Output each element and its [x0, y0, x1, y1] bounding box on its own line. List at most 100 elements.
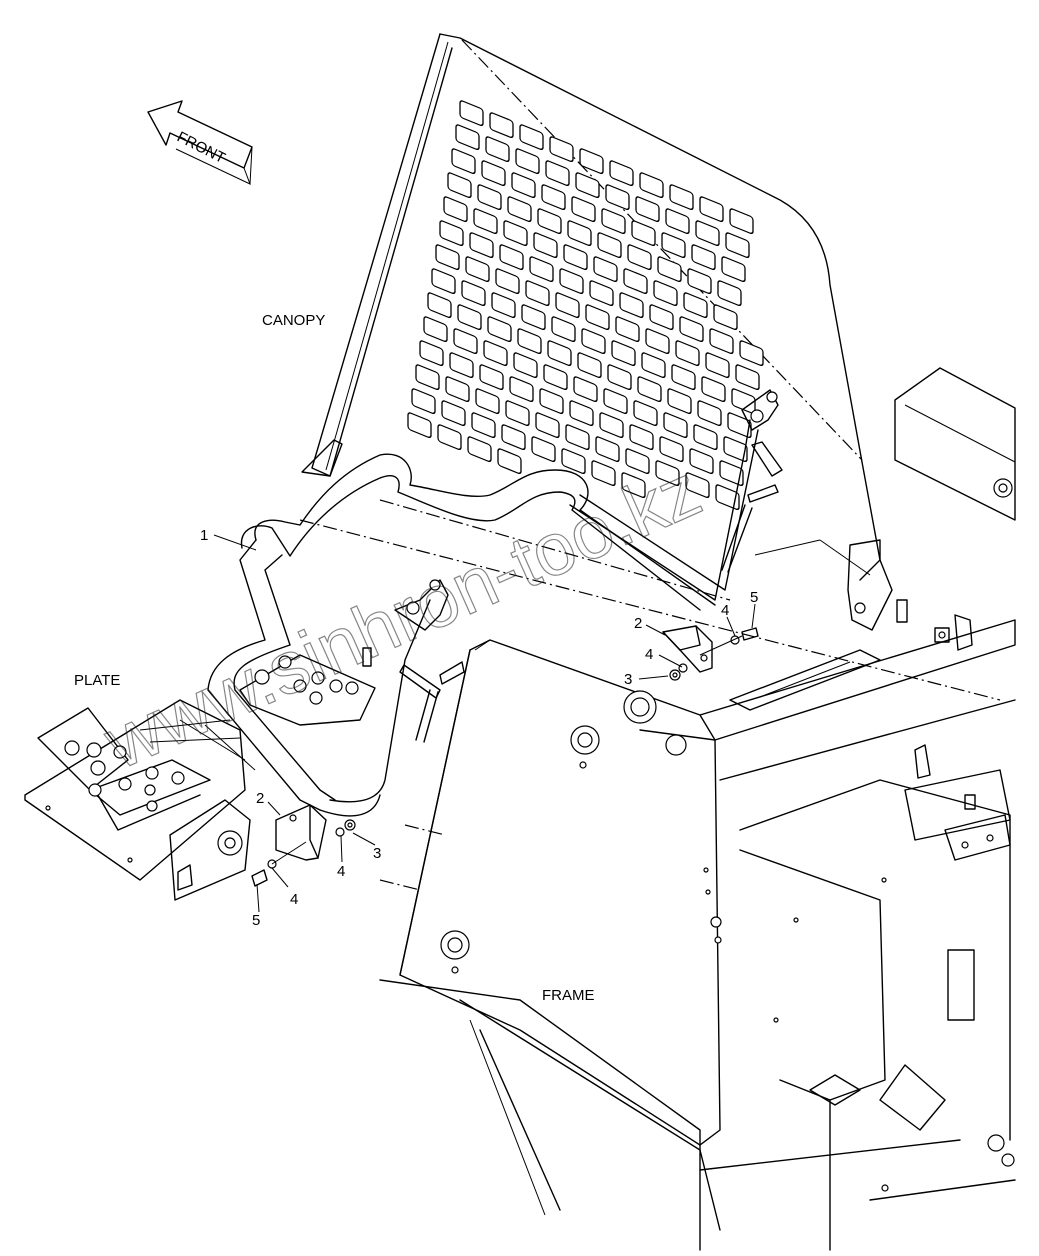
mesh-window [659, 436, 684, 463]
mesh-window [519, 124, 544, 151]
callout-3-front: 3 [373, 845, 381, 862]
mesh-window [445, 376, 470, 403]
mesh-window [591, 460, 616, 487]
mesh-window [461, 280, 486, 307]
mesh-window [551, 316, 576, 343]
mesh-window [543, 364, 568, 391]
plate-label: PLATE [74, 672, 120, 689]
mesh-window [661, 232, 686, 259]
mesh-window [585, 304, 610, 331]
callout-1: 1 [200, 527, 208, 544]
mesh-window [539, 388, 564, 415]
floor-plate [24, 647, 376, 901]
mesh-window [705, 352, 730, 379]
mesh-window [507, 196, 532, 223]
callout-5-rear: 5 [750, 589, 758, 606]
mesh-window [489, 112, 514, 139]
mesh-window [589, 280, 614, 307]
mesh-window [739, 340, 764, 367]
mesh-window [649, 304, 674, 331]
mesh-window [595, 436, 620, 463]
mesh-window [669, 184, 694, 211]
mesh-window [501, 424, 526, 451]
mesh-window [467, 436, 492, 463]
mesh-window [577, 352, 602, 379]
mesh-window [701, 376, 726, 403]
mesh-window [665, 208, 690, 235]
mesh-window [497, 448, 522, 475]
mesh-window [491, 292, 516, 319]
mesh-window [431, 268, 456, 295]
mesh-window [499, 244, 524, 271]
mesh-window [533, 232, 558, 259]
mesh-window [423, 316, 448, 343]
mesh-window [597, 232, 622, 259]
mesh-window [531, 436, 556, 463]
mesh-window [657, 256, 682, 283]
mesh-window [719, 460, 744, 487]
mesh-window [451, 148, 476, 175]
mesh-window [453, 328, 478, 355]
hardware-parts [251, 627, 759, 887]
mesh-window [685, 472, 710, 499]
mesh-window [683, 292, 708, 319]
mesh-window [667, 388, 692, 415]
mesh-window [549, 136, 574, 163]
mesh-window [459, 100, 484, 127]
mesh-window [487, 316, 512, 343]
front-arrow: FRONT [147, 100, 253, 185]
mesh-window [447, 172, 472, 199]
mesh-window [653, 280, 678, 307]
mesh-window [713, 304, 738, 331]
mounting-bracket-rear [662, 625, 713, 673]
mesh-window [483, 340, 508, 367]
mesh-window [735, 364, 760, 391]
mesh-window [593, 256, 618, 283]
mesh-window [599, 412, 624, 439]
mesh-window [517, 328, 542, 355]
mesh-window [521, 304, 546, 331]
mesh-window [559, 268, 584, 295]
mesh-window [621, 472, 646, 499]
mesh-window [511, 172, 536, 199]
mounting-bracket-front [275, 804, 327, 861]
mesh-window [641, 352, 666, 379]
mesh-window [699, 196, 724, 223]
mesh-window [619, 292, 644, 319]
mesh-window [575, 172, 600, 199]
mesh-window [609, 160, 634, 187]
callout-2-front: 2 [256, 790, 264, 807]
mesh-window [727, 412, 752, 439]
mesh-window [427, 292, 452, 319]
mesh-window [485, 136, 510, 163]
mesh-window [627, 244, 652, 271]
mesh-window [443, 196, 468, 223]
mesh-window [513, 352, 538, 379]
mesh-window [509, 376, 534, 403]
mesh-window [671, 364, 696, 391]
mesh-window [715, 484, 740, 511]
mesh-window [693, 424, 718, 451]
roll-bar [207, 389, 871, 817]
mesh-window [717, 280, 742, 307]
mesh-window [679, 316, 704, 343]
callout-4-front-center: 4 [337, 863, 345, 880]
watermark-text: www.sinhron-too.kz [92, 448, 713, 785]
mesh-window [633, 400, 658, 427]
mesh-window [441, 400, 466, 427]
mesh-window [569, 400, 594, 427]
mesh-window [529, 256, 554, 283]
mesh-window [687, 268, 712, 295]
mesh-window [663, 412, 688, 439]
mesh-window [721, 256, 746, 283]
mesh-window [515, 148, 540, 175]
canopy-panel [301, 33, 881, 581]
mesh-window [471, 412, 496, 439]
canopy-label: CANOPY [262, 312, 325, 329]
mesh-window [573, 376, 598, 403]
mesh-window [709, 328, 734, 355]
mesh-window [563, 244, 588, 271]
mesh-window [455, 124, 480, 151]
mesh-window [655, 460, 680, 487]
mesh-window [579, 148, 604, 175]
